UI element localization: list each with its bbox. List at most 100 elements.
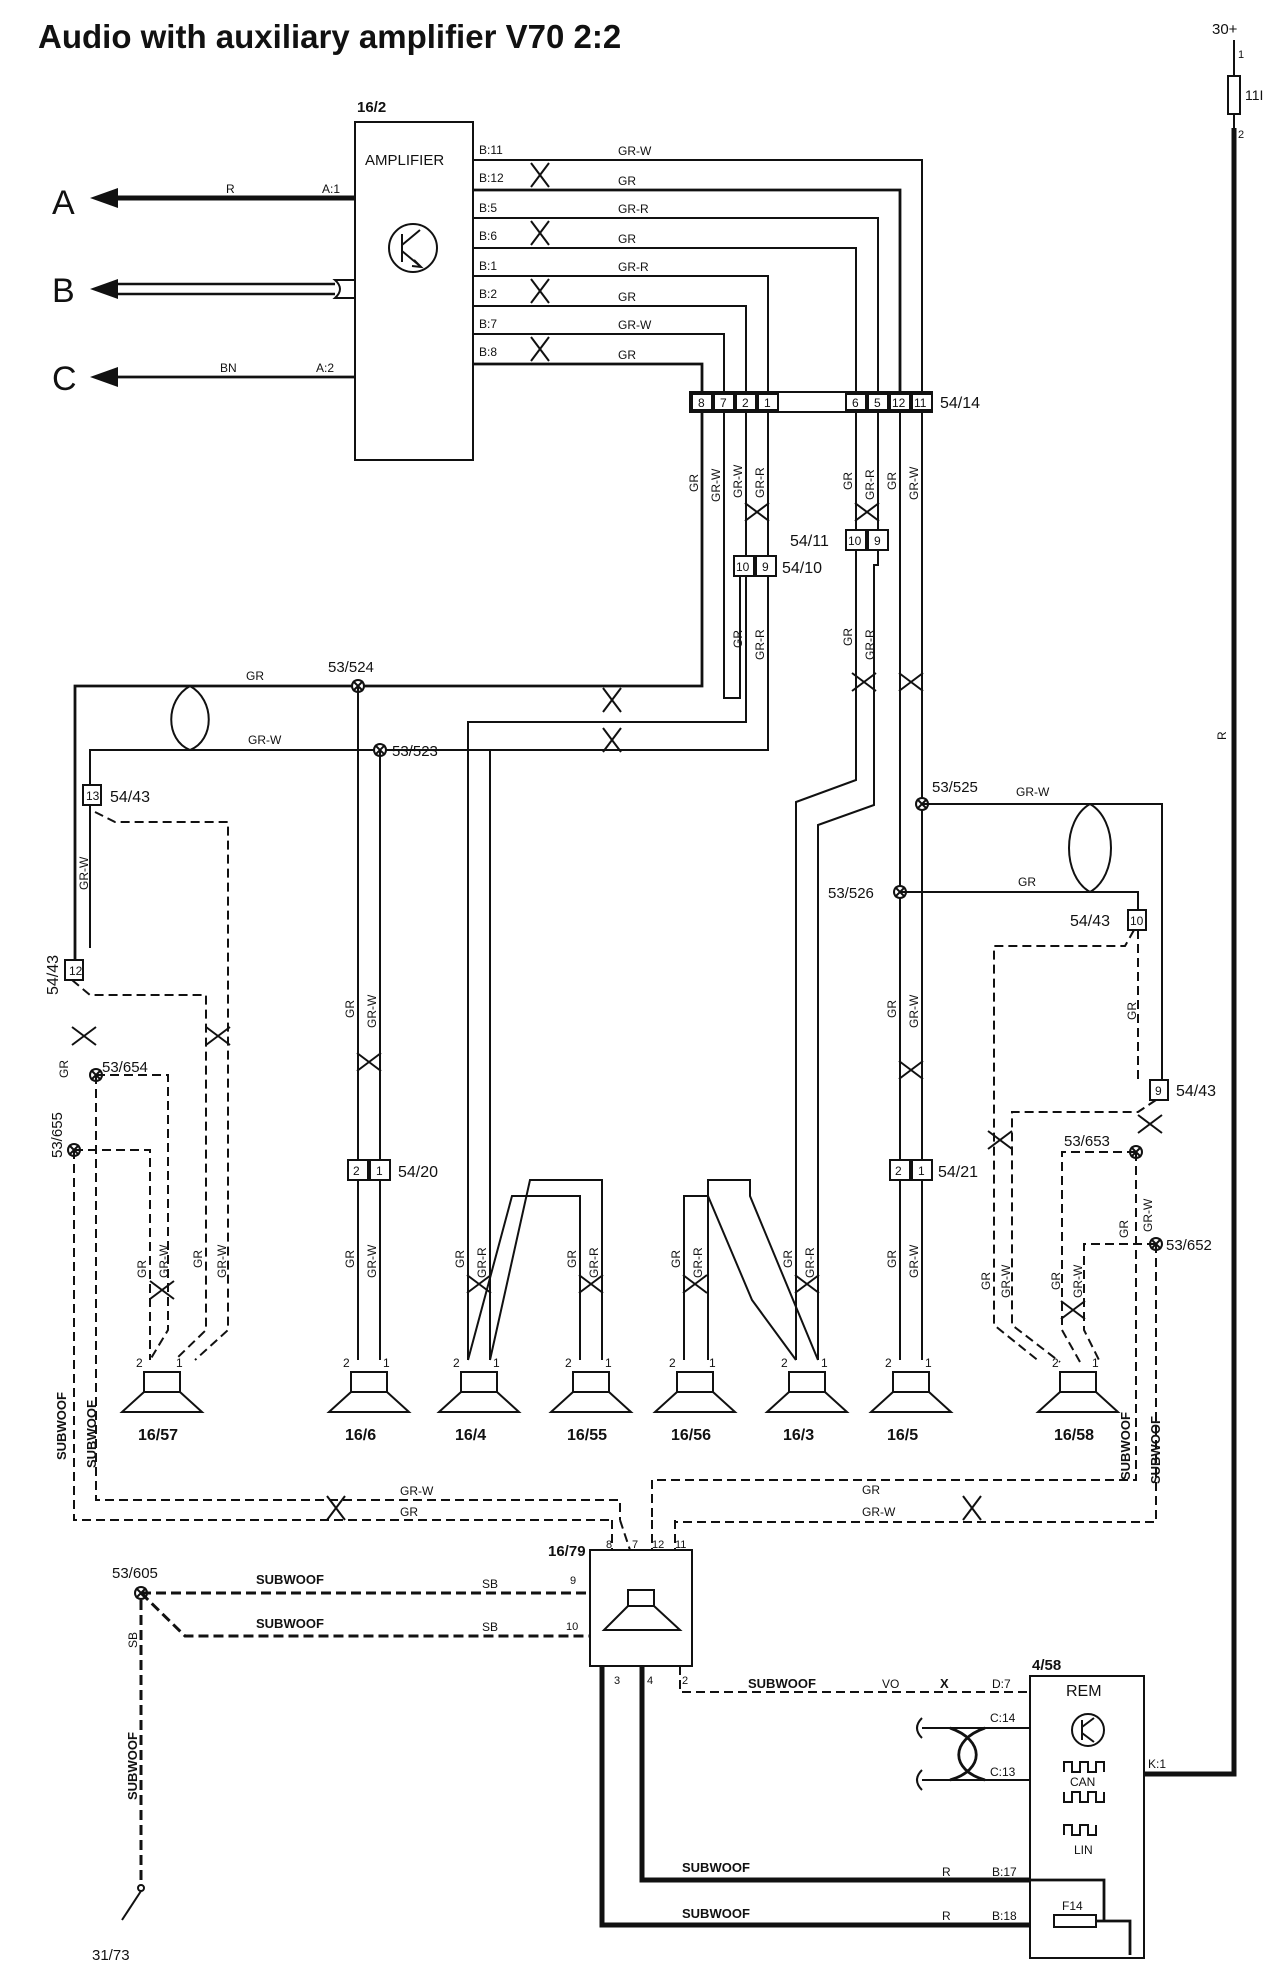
h-label-sb-2: SB <box>482 1620 498 1634</box>
output-a: A R <box>52 182 355 222</box>
speaker-pin1: 1 <box>605 1356 612 1370</box>
v-label-grw-subL3: GR-W <box>215 1244 229 1278</box>
splice-53-655: 53/655 <box>49 1112 66 1158</box>
pin-b1: B:1 <box>479 259 497 273</box>
speaker-id: 16/55 <box>567 1427 607 1444</box>
pin-b8: B:8 <box>479 345 497 359</box>
v-label-grr-16-55: GR-R <box>587 1247 601 1278</box>
pin-b2: B:2 <box>479 287 497 301</box>
v-label-gr-16-6b: GR <box>343 1250 357 1268</box>
sub-pin9: 9 <box>570 1575 576 1587</box>
output-a-letter: A <box>52 184 75 222</box>
connector-54-43-d: 54/43 <box>1176 1083 1216 1100</box>
v-label-grr-16-3: GR-R <box>803 1247 817 1278</box>
h-label-sb-1: SB <box>482 1577 498 1591</box>
power-pin2: 2 <box>1238 129 1244 141</box>
speaker-16-55: 2 1 16/55 <box>548 1356 634 1444</box>
v-label-grw-16-6b: GR-W <box>365 1244 379 1278</box>
v-label-gr-1: GR <box>687 474 701 492</box>
connector-54-43-a: 54/43 <box>110 789 150 806</box>
amplifier-16-2: 16/2 AMPLIFIER A:1 A:2 <box>316 99 474 461</box>
rem-pin-k1: K:1 <box>1148 1757 1166 1771</box>
subwoof-label-r1: SUBWOOF <box>1118 1412 1133 1480</box>
speaker-pin2: 2 <box>885 1356 892 1370</box>
speaker-id: 16/4 <box>455 1427 486 1444</box>
right-harness: GR GR-R GR GR-W 10 9 54/11 GR GR-R 53/52… <box>669 412 1163 1361</box>
v-label-grw-subL: GR-W <box>77 856 91 890</box>
output-c: C BN <box>52 360 355 398</box>
h-label-grw-bus-l: GR-W <box>400 1484 434 1498</box>
output-b-letter: B <box>52 272 75 310</box>
c5420-pin1: 1 <box>376 1164 383 1178</box>
power-pin1: 1 <box>1238 49 1244 61</box>
pin-b7: B:7 <box>479 317 497 331</box>
rem-lin: LIN <box>1074 1843 1093 1857</box>
subwoof-label-rem3: SUBWOOF <box>682 1906 750 1921</box>
v-label-gr-r3: GR <box>841 628 855 646</box>
subwoofer-input-wiring: 53/605 SUBWOOF SUBWOOF SB SB SB SUBWOOF … <box>92 1565 590 1964</box>
connector-54-21-id: 54/21 <box>938 1164 978 1181</box>
c5443-pin10: 10 <box>1130 914 1144 928</box>
h-label-gr-1: GR <box>246 669 264 683</box>
c5411-pin9: 9 <box>874 534 881 548</box>
c5443-pin13: 13 <box>86 789 100 803</box>
subwoof-label-l1: SUBWOOF <box>54 1392 69 1460</box>
label-x: X <box>940 1676 949 1691</box>
c5414-pin12: 12 <box>892 396 906 410</box>
v-label-gr-subL: GR <box>57 1060 71 1078</box>
splice-53-654: 53/654 <box>102 1059 148 1076</box>
v-label-grw-subR3: GR-W <box>999 1264 1013 1298</box>
c5414-pin8: 8 <box>698 396 705 410</box>
pin-a2: A:2 <box>316 361 334 375</box>
rem-transistor-icon <box>1071 1713 1105 1747</box>
v-label-gr-16-6: GR <box>343 1000 357 1018</box>
subwoofer-to-rem: SUBWOOF VO X SUBWOOF SUBWOOF R R <box>599 1666 1052 1928</box>
speaker-pin1: 1 <box>925 1356 932 1370</box>
v-label-gr-subR4: GR <box>1049 1272 1063 1290</box>
amplifier-name: AMPLIFIER <box>365 152 444 169</box>
speaker-id: 16/57 <box>138 1427 178 1444</box>
speaker-pin1: 1 <box>821 1356 828 1370</box>
v-label-sb: SB <box>126 1632 140 1648</box>
h-label-gr-bus-r: GR <box>862 1483 880 1497</box>
v-label-grw-16-6: GR-W <box>365 994 379 1028</box>
v-label-grw-subL2: GR-W <box>157 1244 171 1278</box>
sub-pin7: 7 <box>632 1539 638 1551</box>
v-label-grw-2: GR-W <box>731 464 745 498</box>
c5420-pin2: 2 <box>353 1164 360 1178</box>
connector-54-14-id: 54/14 <box>940 395 980 412</box>
c5410-pin9: 9 <box>762 560 769 574</box>
speaker-pin2: 2 <box>565 1356 572 1370</box>
h-label-grw-r: GR-W <box>1016 785 1050 799</box>
output-c-letter: C <box>52 360 77 398</box>
amplifier-id: 16/2 <box>357 99 386 116</box>
connector-54-11-id: 54/11 <box>790 533 829 550</box>
connector-54-20-id: 54/20 <box>398 1164 438 1181</box>
diagram-title: Audio with auxiliary amplifier V70 2:2 <box>38 18 622 55</box>
pin-a1: A:1 <box>322 182 340 196</box>
speaker-pin1: 1 <box>383 1356 390 1370</box>
subwoof-label-rem2: SUBWOOF <box>682 1860 750 1875</box>
c5411-pin10: 10 <box>848 534 862 548</box>
amplifier-box <box>354 121 474 461</box>
speaker-pin2: 2 <box>343 1356 350 1370</box>
rem-pin-b18: B:18 <box>992 1909 1017 1923</box>
output-c-wire: BN <box>220 361 237 375</box>
v-label-grr-16-56: GR-R <box>691 1247 705 1278</box>
v-label-gr-16-5: GR <box>885 1000 899 1018</box>
label-r-b17: R <box>942 1865 951 1879</box>
pin-b11: B:11 <box>479 143 503 157</box>
amplifier-output-wires: B:11 B:12 B:5 B:6 B:1 B:2 B:7 B:8 GR-W G… <box>473 143 923 392</box>
c5414-pin2: 2 <box>742 396 749 410</box>
wire-label-5: GR-R <box>618 260 649 274</box>
speaker-pin1: 1 <box>176 1356 183 1370</box>
wire-label-6: GR <box>618 290 636 304</box>
connector-54-43-c: 54/43 <box>1070 913 1110 930</box>
sub-pin12: 12 <box>652 1539 664 1551</box>
v-label-gr-subL3: GR <box>191 1250 205 1268</box>
